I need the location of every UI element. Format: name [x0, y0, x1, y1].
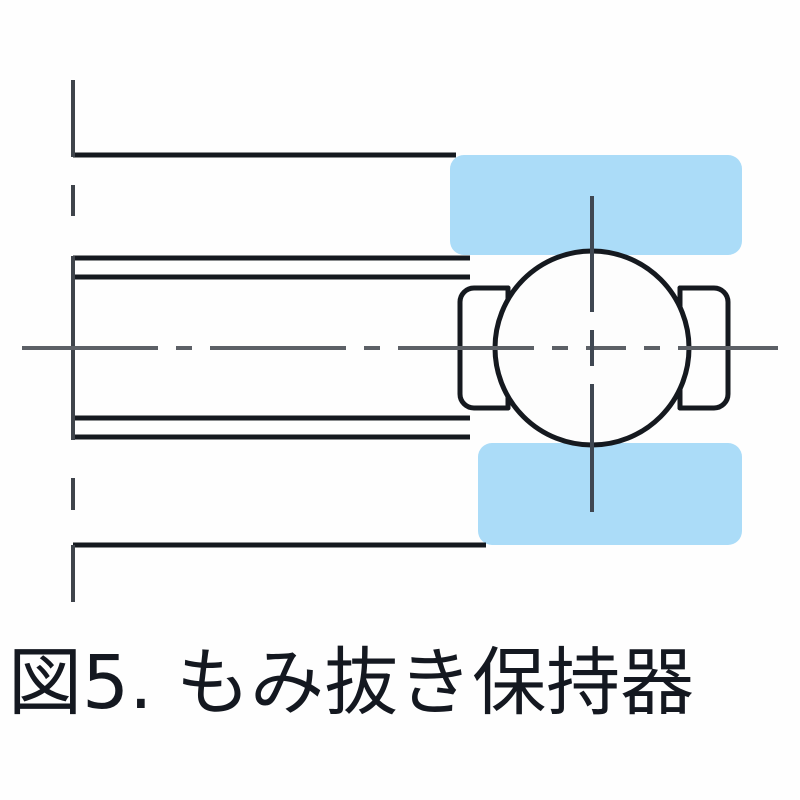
cage-pocket-left-outline	[457, 285, 511, 411]
outer-ring-lower-fill	[478, 443, 742, 545]
outer-ring-upper	[450, 155, 742, 255]
outer-ring-upper-fill	[450, 155, 742, 255]
cage-pocket-right-outline	[677, 285, 731, 411]
outer-edge-lines	[73, 152, 486, 548]
figure-caption-area: 図5. もみ抜き保持器	[0, 628, 800, 738]
figure-caption-text: 図5. もみ抜き保持器	[8, 640, 695, 726]
inner-ring-lines	[73, 255, 470, 440]
outer-ring-lower	[478, 443, 742, 545]
